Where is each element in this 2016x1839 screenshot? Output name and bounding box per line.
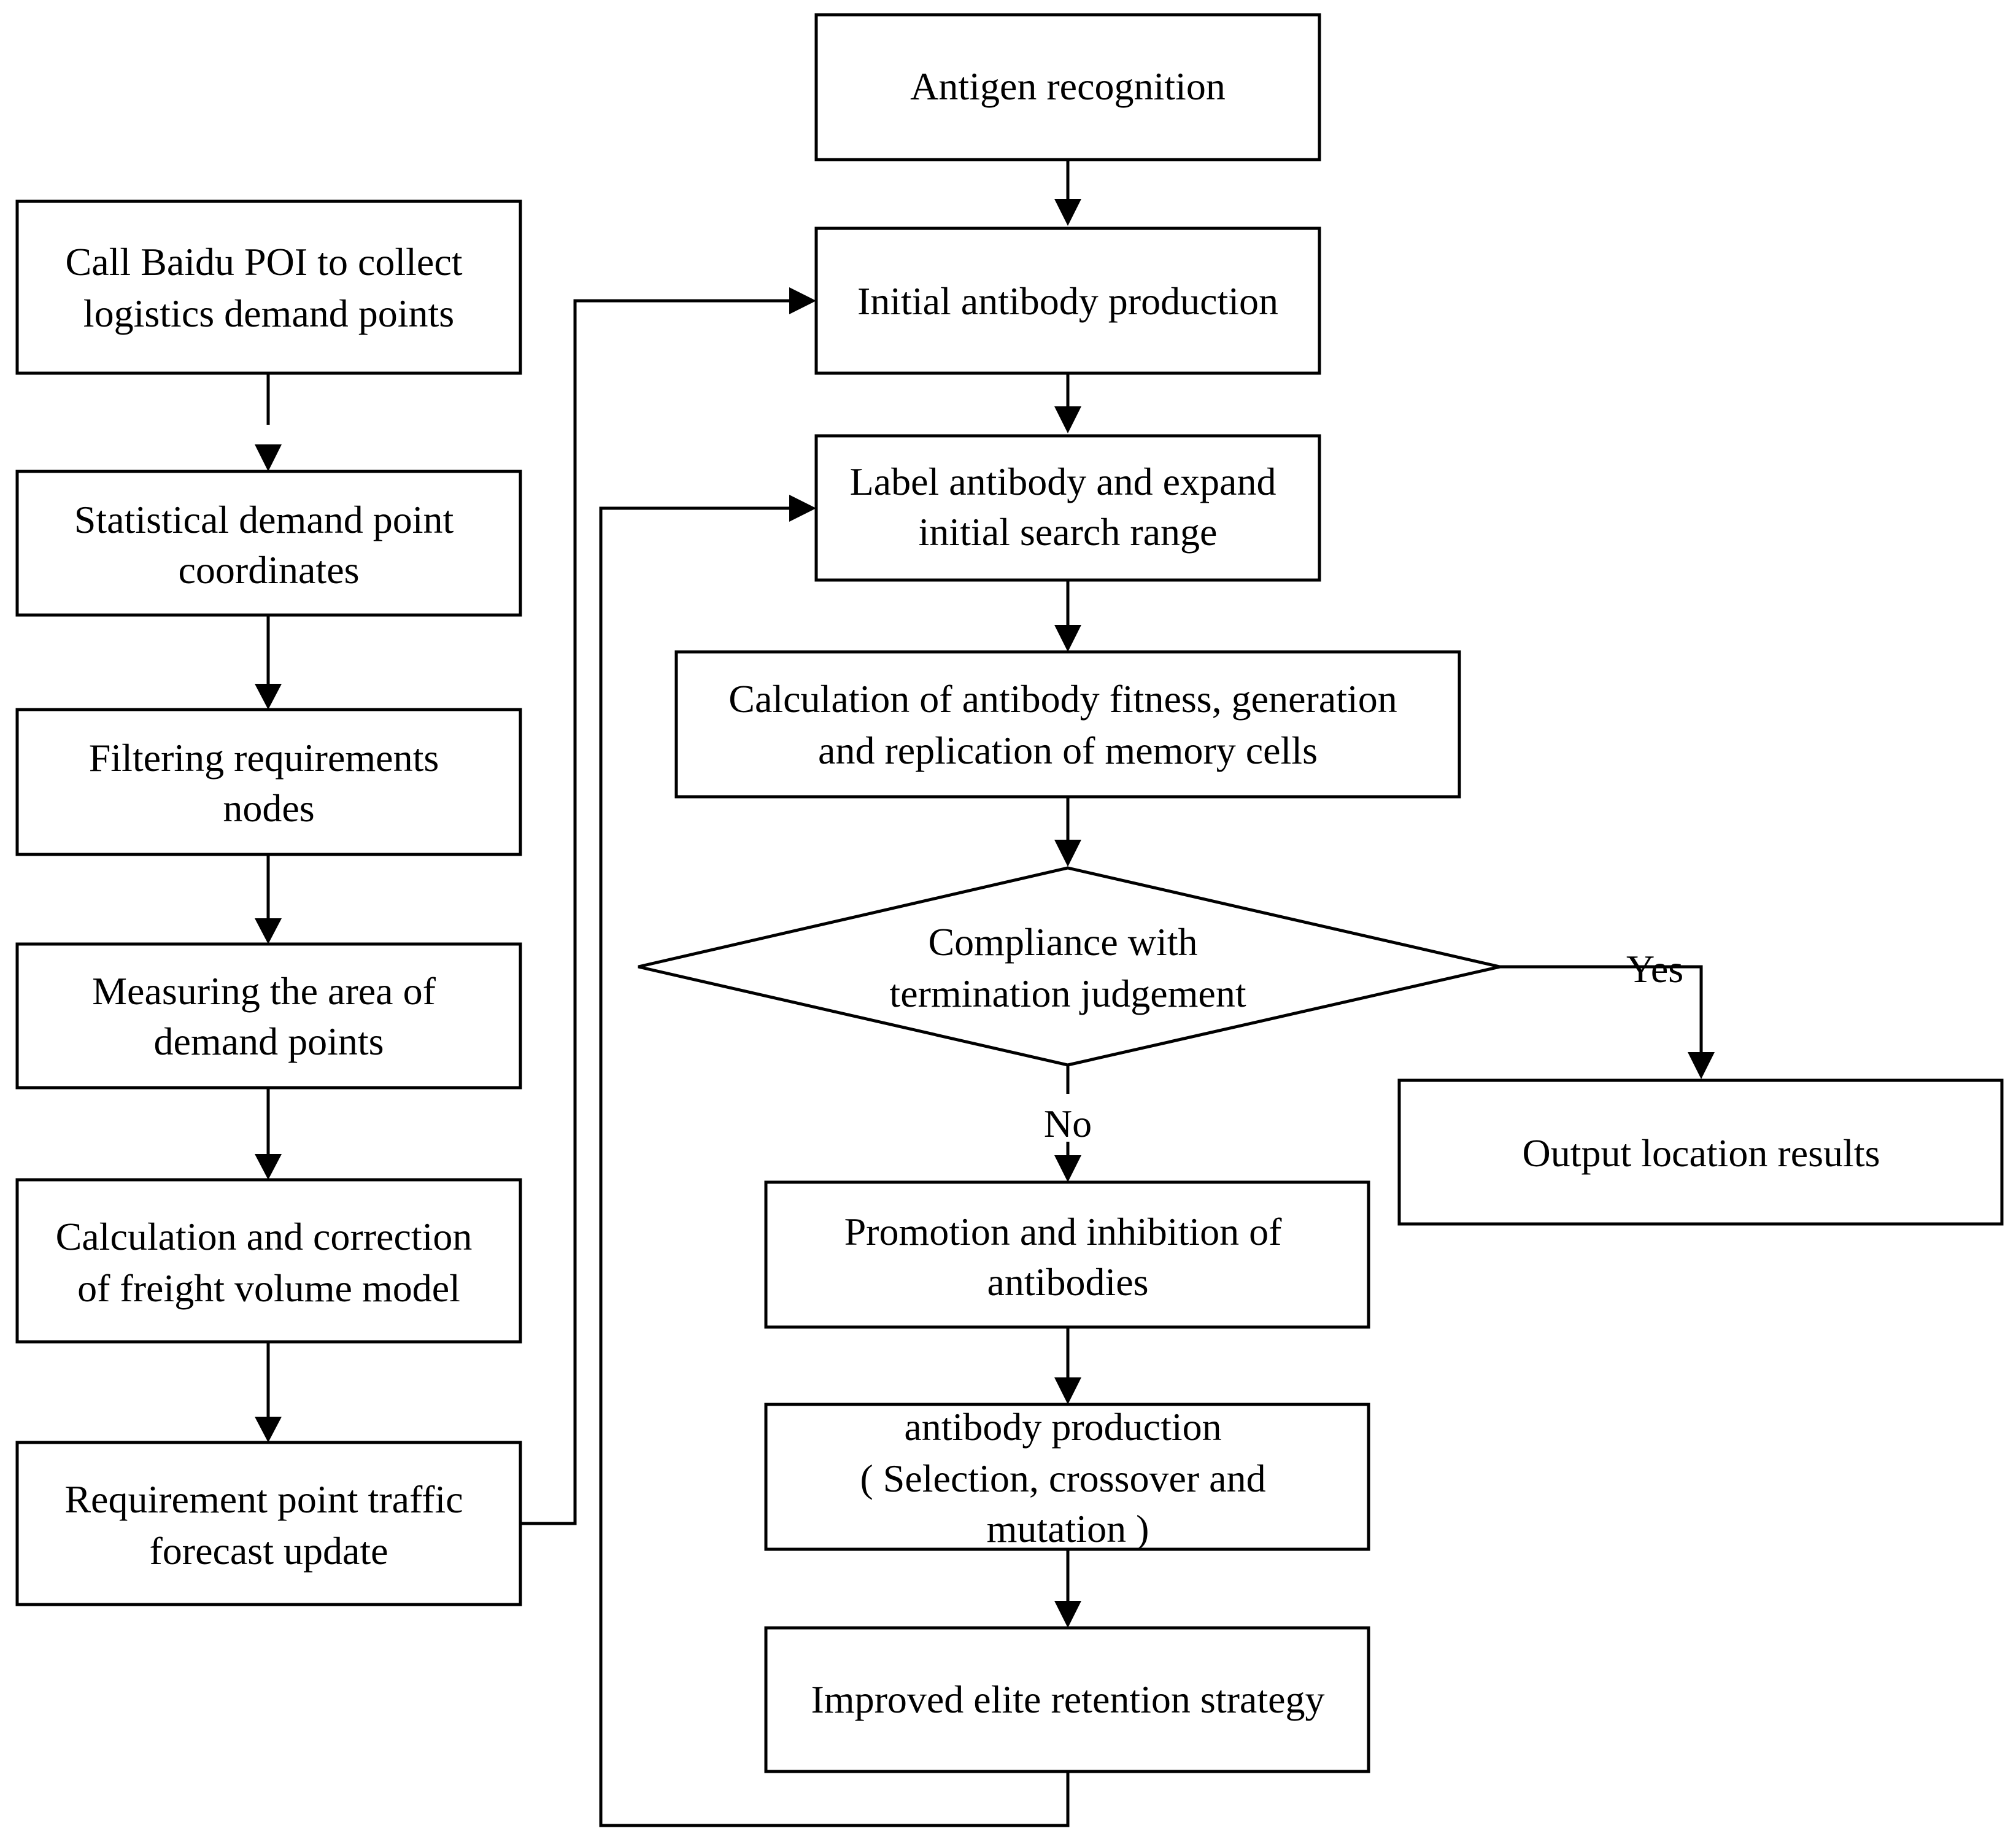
connectors [255,160,1715,1827]
antibody-fitness-box [674,650,1461,799]
freight-volume-model-label: Calculation and correction of freight vo… [56,1215,482,1310]
arrow-elite-loop-to-label [599,506,1070,1827]
label-antibody-label: Label antibody and expand initial search… [850,460,1286,554]
arrowhead [255,444,282,471]
arrow-decision-yes [1500,965,1703,1052]
label-antibody-step: Label antibody and expand initial search… [814,434,1321,582]
arrowhead [255,684,282,710]
arrowhead [1054,1377,1081,1404]
immune-algorithm-column: Antigen recognition Initial antibody pro… [638,13,2004,1773]
arrowhead [255,1154,282,1180]
arrowhead [789,495,816,522]
filtering-nodes-step: Filtering requirements nodes [15,708,522,856]
promotion-inhibition-box [764,1180,1370,1329]
initial-antibody-production-box [814,226,1321,375]
arrow-forecast-to-initial-antibody [520,299,789,1525]
arrowhead [1054,840,1081,867]
measuring-area-box [15,942,522,1090]
arrowhead [1054,199,1081,226]
output-location-results-step: Output location results [1397,1078,2004,1226]
statistical-coordinates-label: Statistical demand point coordinates [74,498,464,592]
antibody-production-label: antibody production ( Selection, crossov… [860,1405,1275,1551]
antibody-fitness-label: Calculation of antibody fitness, generat… [728,677,1407,772]
elite-retention-step: Improved elite retention strategy [764,1626,1370,1773]
arrowhead [1688,1052,1715,1079]
call-baidu-poi-label: Call Baidu POI to collect logistics dema… [66,240,473,335]
elite-retention-label: Improved elite retention strategy [811,1678,1324,1721]
measuring-area-label: Measuring the area of demand points [92,969,446,1063]
arrowhead [1054,625,1081,652]
arrowhead [1054,1155,1081,1182]
termination-decision-step: Compliance with termination judgement [638,866,1500,1067]
elite-retention-box [764,1626,1370,1773]
call-baidu-poi-step: Call Baidu POI to collect logistics dema… [15,199,522,375]
measuring-area-step: Measuring the area of demand points [15,942,522,1090]
traffic-forecast-update-step: Requirement point traffic forecast updat… [15,1441,522,1606]
arrowhead [789,287,816,314]
filtering-nodes-box [15,708,522,856]
traffic-forecast-update-box [15,1441,522,1606]
output-location-results-box [1397,1078,2004,1226]
label-antibody-box [814,434,1321,582]
termination-decision-diamond [638,866,1500,1067]
initial-antibody-production-step: Initial antibody production [814,226,1321,375]
antigen-recognition-step: Antigen recognition [814,13,1321,161]
arrowhead [1054,1601,1081,1628]
traffic-forecast-update-label: Requirement point traffic forecast updat… [64,1477,473,1573]
freight-volume-model-box [15,1178,522,1344]
left-process-column: Call Baidu POI to collect logistics dema… [15,199,522,1606]
arrowhead [255,1417,282,1442]
arrowhead [1054,406,1081,433]
antibody-fitness-step: Calculation of antibody fitness, generat… [674,650,1461,799]
antigen-recognition-box [814,13,1321,161]
antibody-production-step: antibody production ( Selection, crossov… [764,1403,1370,1551]
call-baidu-poi-box [15,199,522,375]
filtering-nodes-label: Filtering requirements nodes [89,736,449,830]
termination-decision-label: Compliance with termination judgement [889,920,1246,1015]
arrowhead [255,918,282,944]
promotion-inhibition-step: Promotion and inhibition of antibodies [764,1180,1370,1329]
yes-edge-label: Yes [1626,947,1683,991]
statistical-coordinates-box [15,470,522,617]
promotion-inhibition-label: Promotion and inhibition of antibodies [844,1210,1292,1304]
antibody-production-box [764,1403,1370,1551]
freight-volume-model-step: Calculation and correction of freight vo… [15,1178,522,1344]
no-edge-label: No [1044,1102,1092,1145]
initial-antibody-production-label: Initial antibody production [857,279,1278,323]
antigen-recognition-label: Antigen recognition [910,64,1226,108]
output-location-results-label: Output location results [1522,1131,1880,1175]
statistical-coordinates-step: Statistical demand point coordinates [15,470,522,617]
